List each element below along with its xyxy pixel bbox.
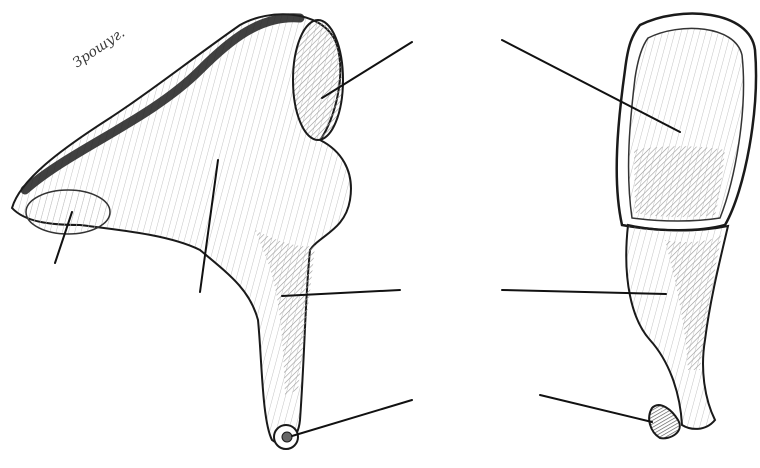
left-specimen-tip-dot	[282, 432, 292, 442]
left-specimen-oval-head	[293, 20, 343, 140]
left-specimen-small-oval	[26, 190, 110, 234]
right-specimen	[617, 14, 756, 439]
left-specimen	[12, 14, 351, 449]
leader-line-right-foot	[540, 395, 652, 422]
right-specimen-foot	[649, 405, 680, 438]
leader-line-left-tip	[292, 400, 412, 436]
right-specimen-head-dark	[634, 146, 725, 217]
